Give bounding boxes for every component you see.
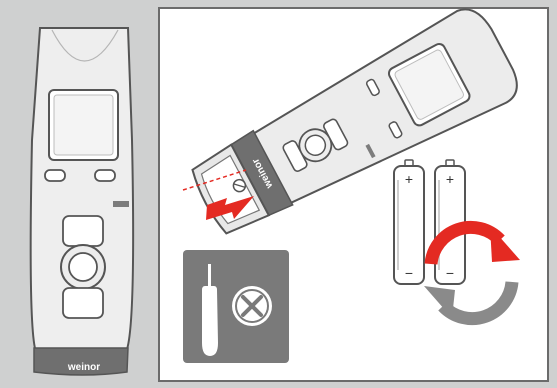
- remote-front-icon: weinor: [31, 28, 133, 375]
- battery2-minus: −: [446, 265, 454, 281]
- battery1-minus: −: [405, 265, 413, 281]
- screwdriver-not-allowed-icon: [183, 250, 289, 363]
- brand-logo-front: weinor: [67, 362, 100, 373]
- battery1-plus: +: [405, 171, 413, 187]
- battery2-plus: +: [446, 171, 454, 187]
